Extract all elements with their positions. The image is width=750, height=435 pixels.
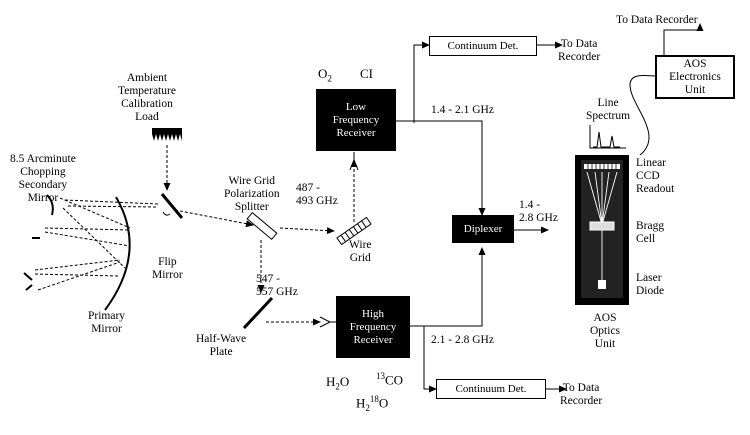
label-primary-mirror: Primary Mirror bbox=[88, 310, 126, 335]
label-polarization-splitter: Wire Grid Polarization Splitter bbox=[224, 175, 280, 213]
label-aos-optics: AOS Optics Unit bbox=[590, 312, 621, 350]
half-wave-plate-shape bbox=[242, 296, 274, 330]
secondary-to-flip-beam bbox=[64, 199, 159, 205]
label-to-data-recorder-2: To Data Recorder bbox=[560, 382, 603, 407]
diplexer: Diplexer bbox=[452, 215, 514, 243]
flip-mirror-shape bbox=[160, 193, 184, 219]
low-frequency-receiver: Low Frequency Receiver bbox=[316, 89, 396, 151]
label-freq-487: 487 - 493 GHz bbox=[296, 182, 338, 207]
label-to-data-recorder-top: To Data Recorder bbox=[616, 14, 698, 26]
label-ambient-load: Ambient Temperature Calibration Load bbox=[118, 72, 176, 123]
low-to-continuum-line bbox=[413, 41, 430, 123]
continuum-detector-bottom: Continuum Det. bbox=[436, 379, 546, 399]
molecule-ci: CI bbox=[360, 66, 373, 81]
label-wire-grid: Wire Grid bbox=[349, 239, 372, 264]
primary-mirror-shape bbox=[104, 196, 131, 311]
secondary-mirror-shape bbox=[46, 194, 54, 216]
low-to-diplexer-line bbox=[396, 120, 486, 216]
label-line-spectrum: Line Spectrum bbox=[586, 97, 631, 122]
polarization-splitter-shape bbox=[246, 211, 278, 241]
high-frequency-receiver: High Frequency Receiver bbox=[336, 296, 410, 358]
label-laser-diode: Laser Diode bbox=[636, 272, 665, 297]
flip-to-splitter-beam bbox=[174, 209, 254, 228]
high-to-diplexer-line bbox=[410, 247, 486, 327]
label-chopping-mirror: 8.5 Arcminute Chopping Secondary Mirror bbox=[10, 153, 76, 204]
aos-optics-unit-shape bbox=[575, 155, 629, 305]
wire-grid-shape bbox=[336, 216, 372, 246]
molecule-h218o: H218O bbox=[356, 394, 389, 413]
label-half-wave-plate: Half-Wave Plate bbox=[196, 333, 247, 358]
label-to-data-recorder-1: To Data Recorder bbox=[558, 38, 601, 63]
line-spectrum-icon bbox=[589, 125, 626, 149]
label-bragg-cell: Bragg Cell bbox=[636, 220, 665, 245]
aos-cable bbox=[629, 74, 656, 156]
label-diplexer-out: 1.4 - 2.8 GHz bbox=[519, 199, 558, 224]
high-horn bbox=[319, 316, 336, 328]
label-linear-ccd: Linear CCD Readout bbox=[636, 157, 675, 195]
molecule-o2: O2 bbox=[318, 66, 332, 84]
molecule-h2o: H2O bbox=[326, 374, 350, 392]
high-to-continuum-line bbox=[423, 326, 437, 393]
label-low-band: 1.4 - 2.1 GHz bbox=[431, 104, 494, 116]
label-high-band: 2.1 - 2.8 GHz bbox=[431, 334, 494, 346]
label-freq-547: 547 - 557 GHz bbox=[256, 273, 298, 298]
ambient-load-shape bbox=[152, 128, 182, 141]
aos-electronics-recorder-line bbox=[663, 23, 704, 55]
molecule-13co: 13CO bbox=[376, 371, 404, 388]
low-horn bbox=[349, 152, 359, 171]
splitter-to-grid-beam bbox=[279, 227, 335, 235]
aos-electronics-unit: AOS Electronics Unit bbox=[655, 55, 735, 99]
label-flip-mirror: Flip Mirror bbox=[152, 256, 183, 281]
continuum-detector-top: Continuum Det. bbox=[429, 36, 537, 56]
